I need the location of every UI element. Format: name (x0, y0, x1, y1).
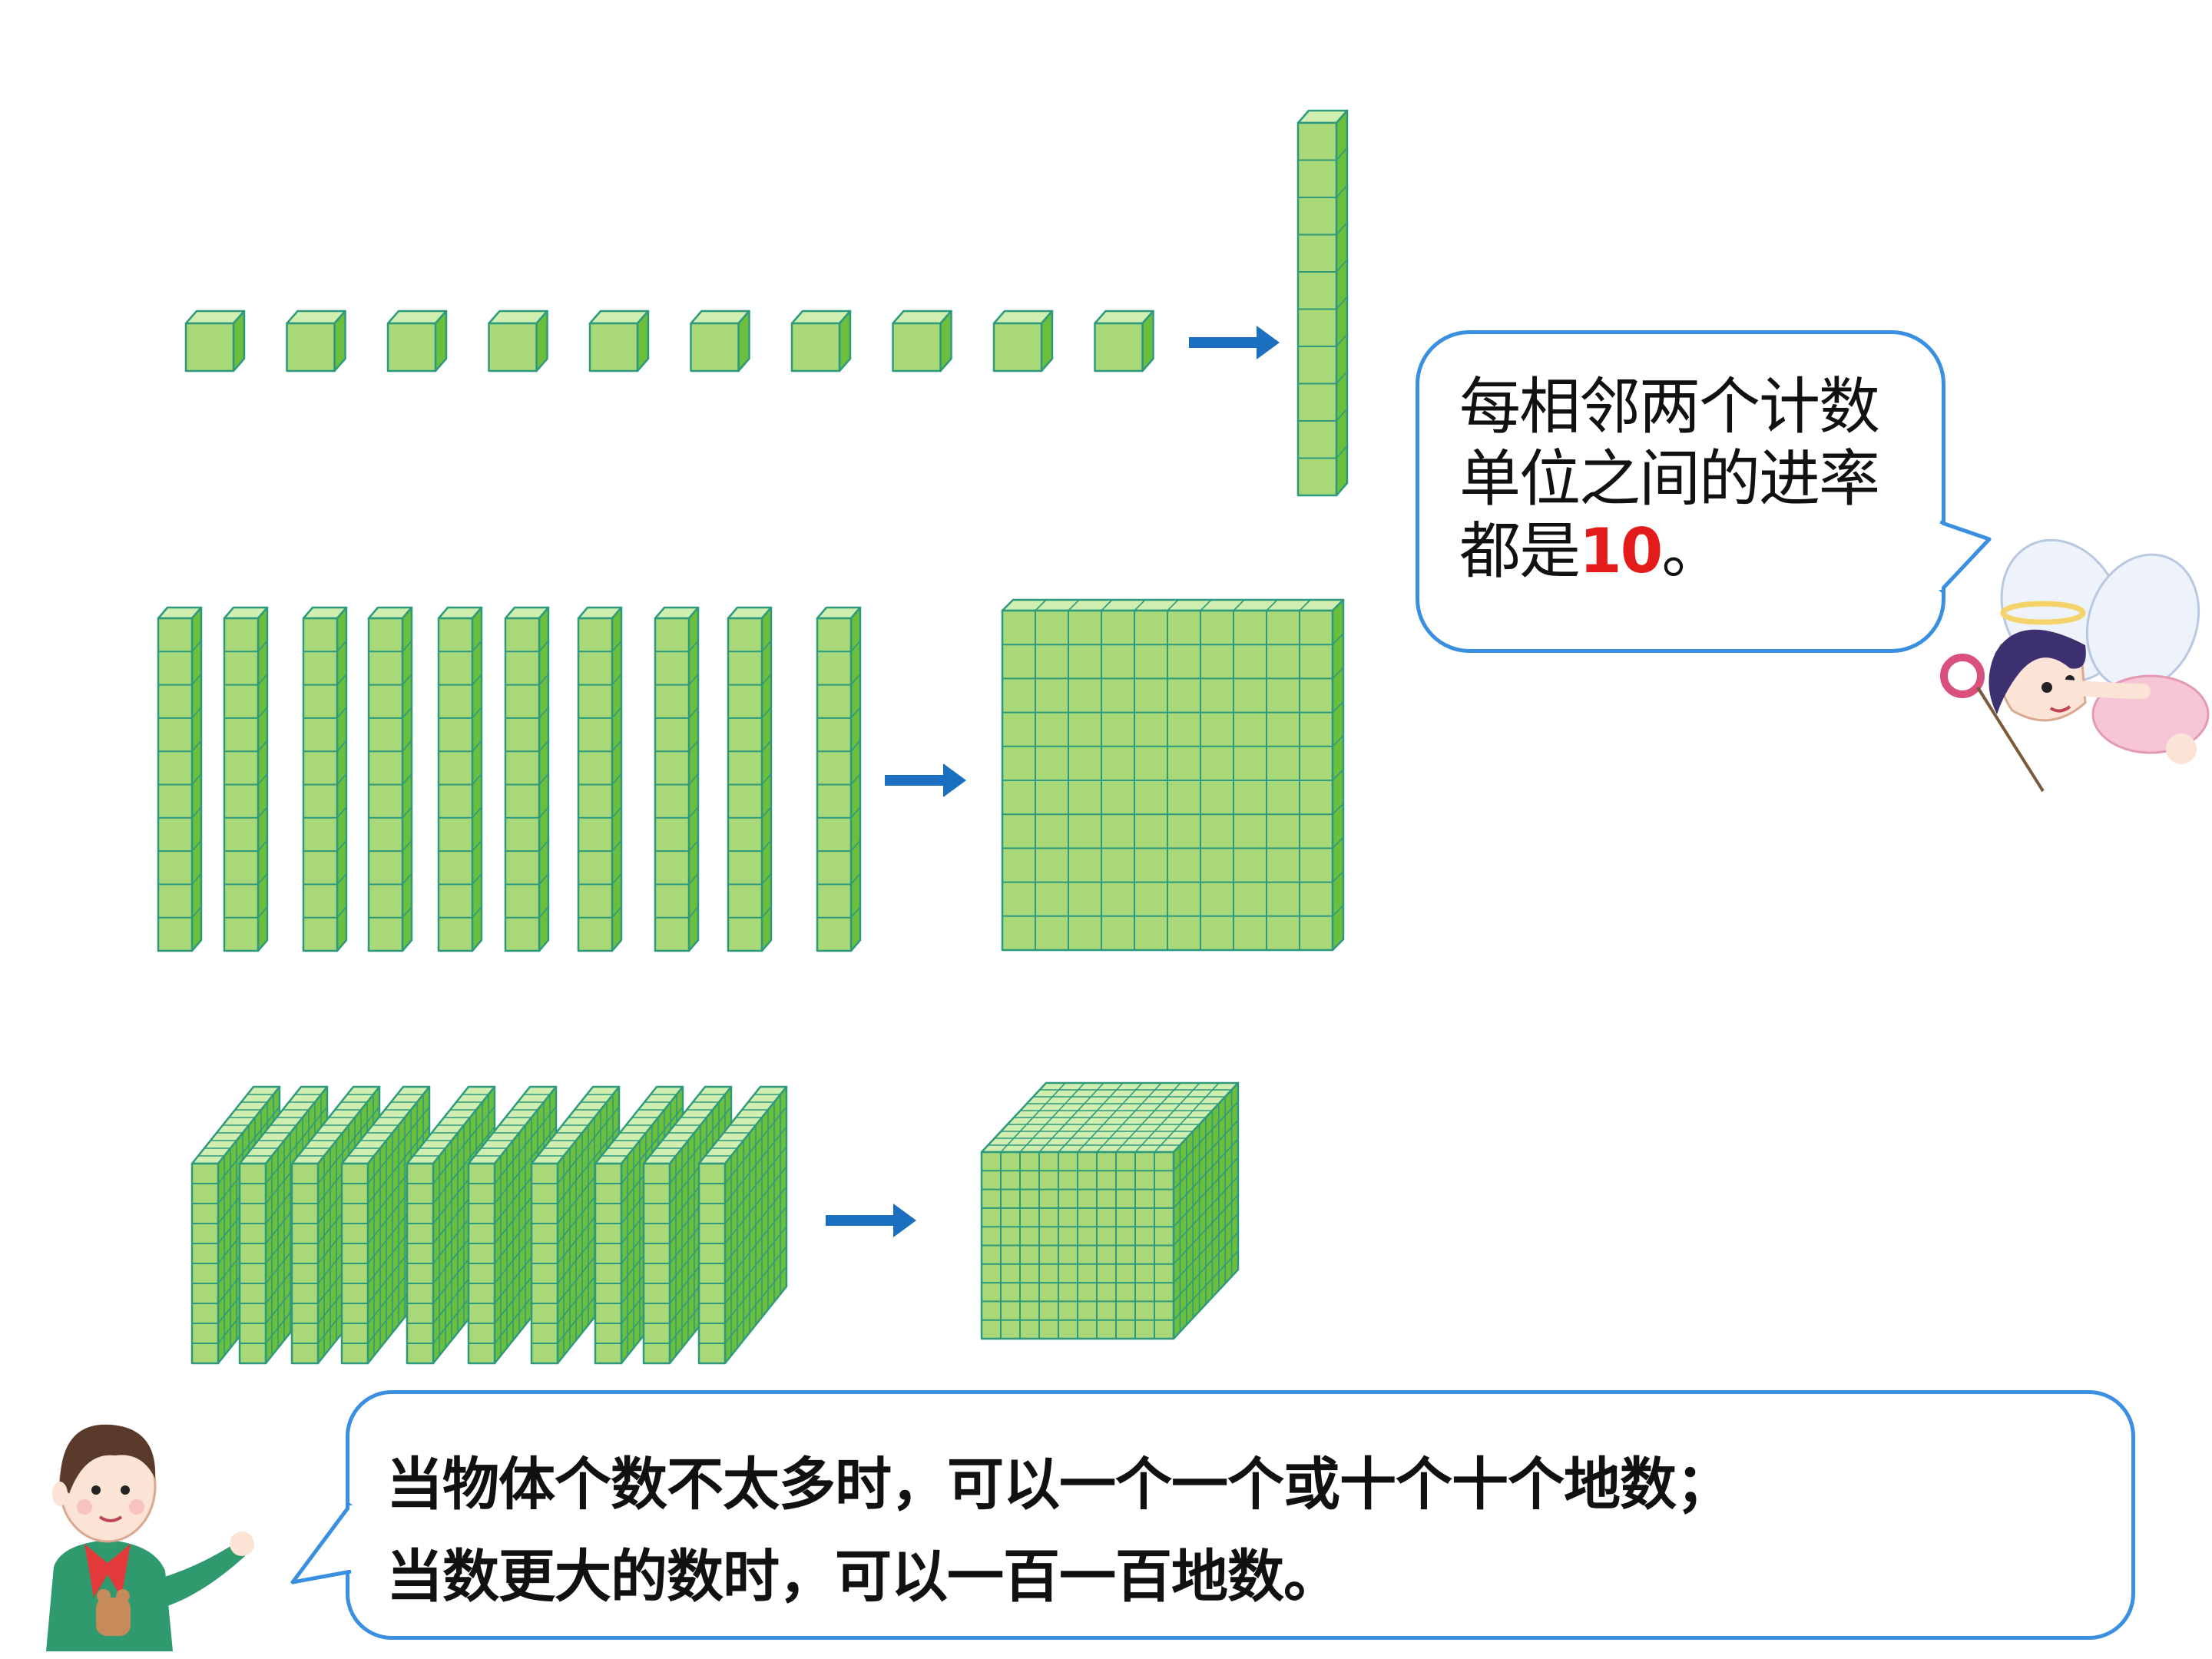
ten-rod-5 (437, 606, 483, 952)
ten-rod-3 (302, 606, 348, 952)
unit-cube-2-front (286, 322, 336, 373)
hundred-flat-10 (697, 1085, 788, 1365)
unit-cube-10 (1094, 310, 1154, 373)
ten-rod-result (1296, 109, 1349, 497)
row-ones-to-ten (184, 109, 1349, 497)
unit-cube-8-front (892, 322, 942, 373)
speech-bubble-bottom: 当物体个数不太多时，可以一个一个或十个十个地数； 当数更大的数时，可以一百一百地… (346, 1390, 2135, 1640)
unit-cube-7 (790, 310, 852, 373)
ten-rod-4 (367, 606, 413, 952)
row-tens-to-hundred (157, 598, 1345, 952)
unit-cube-5 (588, 310, 650, 373)
unit-cube-4 (488, 310, 548, 373)
arrow-ones (1189, 326, 1280, 359)
arrows (826, 326, 1280, 1237)
unit-cube-7-front (790, 322, 841, 373)
unit-cube-5-front (588, 322, 639, 373)
unit-cube-9 (992, 310, 1054, 373)
angel-character-icon (1940, 538, 2210, 793)
unit-cube-4-front (488, 322, 538, 373)
ten-rod-7 (577, 606, 623, 952)
speech-bottom-line-1: 当物体个数不太多时，可以一个一个或十个十个地数； (386, 1452, 1733, 1518)
ten-rod-9 (727, 606, 773, 952)
unit-cube-6 (690, 310, 750, 373)
unit-cube-1-front (184, 322, 235, 373)
ten-rod-8 (654, 606, 700, 952)
unit-cube-1 (184, 310, 246, 373)
unit-cube-3-front (386, 322, 437, 373)
speech-top-line-3-prefix: 都是 (1459, 515, 1581, 587)
unit-cube-6-front (690, 322, 740, 373)
speech-top-line-1: 每相邻两个计数 (1459, 371, 1880, 442)
ten-rod-1 (157, 606, 203, 952)
unit-cube-3 (386, 310, 448, 373)
unit-cube-10-front (1094, 322, 1144, 373)
unit-cube-2 (286, 310, 346, 373)
arrow-tens (885, 763, 966, 797)
speech-bubble-top-tail (1936, 520, 1992, 593)
thousand-cube-result (980, 1081, 1240, 1340)
speech-top-line-3: 都是10。 (1459, 515, 1911, 588)
hundred-flat-result (1001, 598, 1345, 952)
speech-bottom-line-2: 当数更大的数时，可以一百一百地数。 (386, 1544, 1340, 1610)
ten-rod-6 (504, 606, 550, 952)
rate-highlight: 10 (1579, 515, 1663, 587)
unit-cube-8 (892, 310, 952, 373)
speech-bubble-top: 每相邻两个计数 单位之间的进率 都是10。 (1416, 330, 1945, 653)
boy-character-icon (46, 1424, 254, 1651)
speech-top-line-3-suffix: 。 (1661, 515, 1723, 587)
row-hundreds-to-thousand (190, 1081, 1240, 1365)
arrow-hundreds (826, 1204, 916, 1237)
speech-top-line-2: 单位之间的进率 (1459, 443, 1880, 515)
speech-bubble-bottom-tail (290, 1502, 357, 1584)
ten-rod-10 (816, 606, 862, 952)
unit-cube-9-front (992, 322, 1043, 373)
ten-rod-2 (223, 606, 269, 952)
hundred-flat-6 (467, 1085, 558, 1365)
